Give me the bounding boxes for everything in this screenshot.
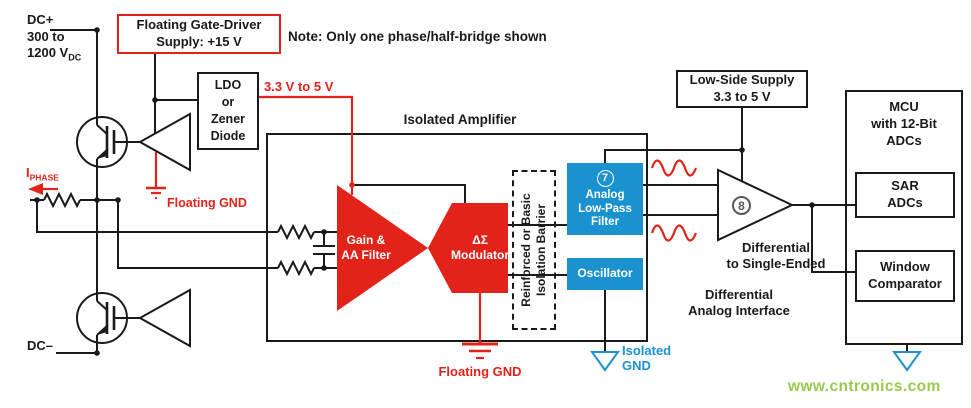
mcu-gnd-triangle bbox=[892, 351, 922, 372]
oscillator-box: Oscillator bbox=[567, 258, 643, 290]
note-text: Note: Only one phase/half-bridge shown bbox=[288, 29, 547, 46]
sine-wave-top bbox=[650, 159, 698, 177]
sine-wave-bottom bbox=[650, 224, 698, 242]
gate-driver-supply-label: Floating Gate-Driver Supply: +15 V bbox=[136, 17, 262, 49]
badge-7: 7 bbox=[596, 170, 614, 188]
isolated-amplifier-title: Isolated Amplifier bbox=[370, 112, 550, 129]
floating-gnd-driver-label: Floating GND bbox=[167, 196, 247, 212]
dc-range-text1: 300 to bbox=[27, 29, 65, 44]
diff-sine-symbols bbox=[650, 159, 698, 242]
i-phase-text: I bbox=[26, 165, 30, 180]
isolated-amplifier-box bbox=[266, 133, 648, 342]
isolation-barrier-box bbox=[512, 170, 556, 330]
ldo-box: LDO or Zener Diode bbox=[197, 72, 259, 150]
diff-analog-interface-label: Differential Analog Interface bbox=[660, 287, 818, 320]
vdc-subscript: DC bbox=[68, 52, 82, 63]
sar-adc-label: SAR ADCs bbox=[887, 178, 923, 210]
isolated-amplifier-title-text: Isolated Amplifier bbox=[403, 112, 517, 127]
gain-aa-filter-text: Gain & AA Filter bbox=[341, 233, 391, 262]
oscillator-label: Oscillator bbox=[577, 266, 633, 281]
isolation-barrier-label: Reinforced or Basic Isolation Barrier bbox=[519, 170, 549, 330]
dc-range-line1: 300 to bbox=[27, 29, 65, 45]
igbt-top bbox=[76, 116, 128, 168]
badge-8: 8 bbox=[732, 196, 751, 215]
floating-gnd-symbol bbox=[462, 342, 498, 360]
isolated-gnd-label: Isolated GND bbox=[622, 343, 672, 374]
low-side-supply-label: Low-Side Supply 3.3 to 5 V bbox=[689, 72, 795, 104]
i-phase-subscript: PHASE bbox=[29, 172, 59, 183]
gain-aa-filter-label: Gain & AA Filter bbox=[332, 233, 400, 263]
floating-gnd-label: Floating GND bbox=[418, 364, 542, 380]
diff-to-single-ended-label: Differential to Single-Ended bbox=[700, 240, 852, 273]
diff-analog-interface-text: Differential Analog Interface bbox=[688, 287, 790, 319]
window-comparator-box: Window Comparator bbox=[855, 250, 955, 302]
ldo-label: LDO or Zener Diode bbox=[210, 78, 246, 143]
ldo-output-text: 3.3 V to 5 V bbox=[264, 79, 334, 94]
dc-range-text2: 1200 V bbox=[27, 45, 69, 60]
igbt-bottom bbox=[76, 292, 128, 344]
dc-minus-label: DC– bbox=[27, 338, 53, 354]
dc-plus-label: DC+ bbox=[27, 12, 53, 28]
ldo-output-label: 3.3 V to 5 V bbox=[264, 79, 333, 95]
dc-range-line2: 1200 VDC bbox=[27, 45, 82, 63]
floating-gnd-driver-symbol bbox=[146, 186, 166, 199]
mcu-label: MCU with 12-Bit ADCs bbox=[871, 99, 937, 148]
floating-gnd-text: Floating GND bbox=[438, 364, 522, 379]
dc-plus-text: DC+ bbox=[27, 12, 54, 27]
isolated-gnd-triangle bbox=[590, 351, 620, 372]
i-phase-label: IPHASE bbox=[26, 165, 59, 183]
isolated-gnd-text: Isolated GND bbox=[622, 343, 672, 373]
modulator-label: ΔΣ Modulator bbox=[440, 233, 520, 263]
window-comparator-label: Window Comparator bbox=[868, 259, 942, 291]
analog-lpf-label: Analog Low-Pass Filter bbox=[578, 189, 632, 229]
dc-minus-text: DC– bbox=[27, 338, 54, 353]
floating-gnd-driver-text: Floating GND bbox=[167, 196, 247, 210]
modulator-text: ΔΣ Modulator bbox=[451, 233, 509, 262]
shunt-resistor bbox=[43, 191, 81, 209]
gate-driver-bottom-triangle bbox=[137, 288, 191, 348]
gate-driver-supply-box: Floating Gate-Driver Supply: +15 V bbox=[117, 14, 281, 54]
i-phase-arrowhead bbox=[28, 183, 43, 195]
gate-driver-top-triangle bbox=[137, 112, 191, 172]
low-side-supply-box: Low-Side Supply 3.3 to 5 V bbox=[676, 70, 808, 108]
watermark: www.cntronics.com bbox=[788, 377, 941, 396]
diff-amp-triangle bbox=[717, 168, 795, 242]
sar-adc-box: SAR ADCs bbox=[855, 172, 955, 218]
analog-lpf-box: 7 Analog Low-Pass Filter bbox=[567, 163, 643, 235]
diff-to-single-ended-text: Differential to Single-Ended bbox=[726, 240, 826, 272]
watermark-text: www.cntronics.com bbox=[788, 378, 941, 395]
isolation-barrier-text: Reinforced or Basic Isolation Barrier bbox=[519, 193, 548, 307]
note-text-span: Note: Only one phase/half-bridge shown bbox=[288, 29, 547, 44]
